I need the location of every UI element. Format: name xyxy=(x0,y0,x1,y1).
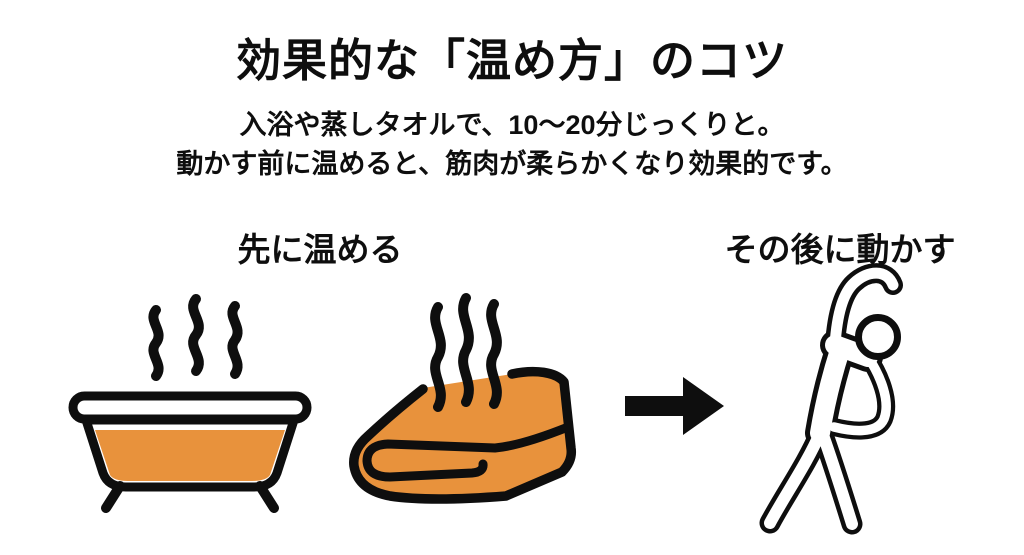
bath-water xyxy=(95,430,285,481)
arrow-svg xyxy=(625,377,724,435)
bathtub-rim xyxy=(68,391,312,424)
steaming-bathtub-icon xyxy=(60,280,320,520)
right-arrow-icon xyxy=(625,375,725,437)
person-svg xyxy=(759,263,903,535)
bathtub-body xyxy=(68,391,312,513)
person-fill xyxy=(764,267,899,530)
subtitle-line-1: 入浴や蒸しタオルで、10〜20分じっくりと。 xyxy=(239,110,785,140)
towel-svg xyxy=(349,293,577,504)
subtitle-line-2: 動かす前に温めると、筋肉が柔らかくなり効果的です。 xyxy=(176,149,848,179)
subtitle: 入浴や蒸しタオルで、10〜20分じっくりと。 動かす前に温めると、筋肉が柔らかく… xyxy=(0,106,1024,184)
towel-fold-line xyxy=(362,422,573,482)
steaming-towel-icon xyxy=(330,280,610,525)
bathtub-svg xyxy=(68,294,312,513)
label-move-after: その後に動かす xyxy=(724,231,956,268)
bathtub-legs xyxy=(101,481,279,513)
person-head xyxy=(855,314,901,360)
page-title: 効果的な「温め方」のコツ xyxy=(235,35,788,86)
towel-outline xyxy=(349,366,577,504)
steam-icon xyxy=(430,293,502,412)
steam-icon xyxy=(148,294,243,381)
stretching-person-icon xyxy=(740,255,920,540)
label-warm-first: 先に温める xyxy=(237,231,403,268)
